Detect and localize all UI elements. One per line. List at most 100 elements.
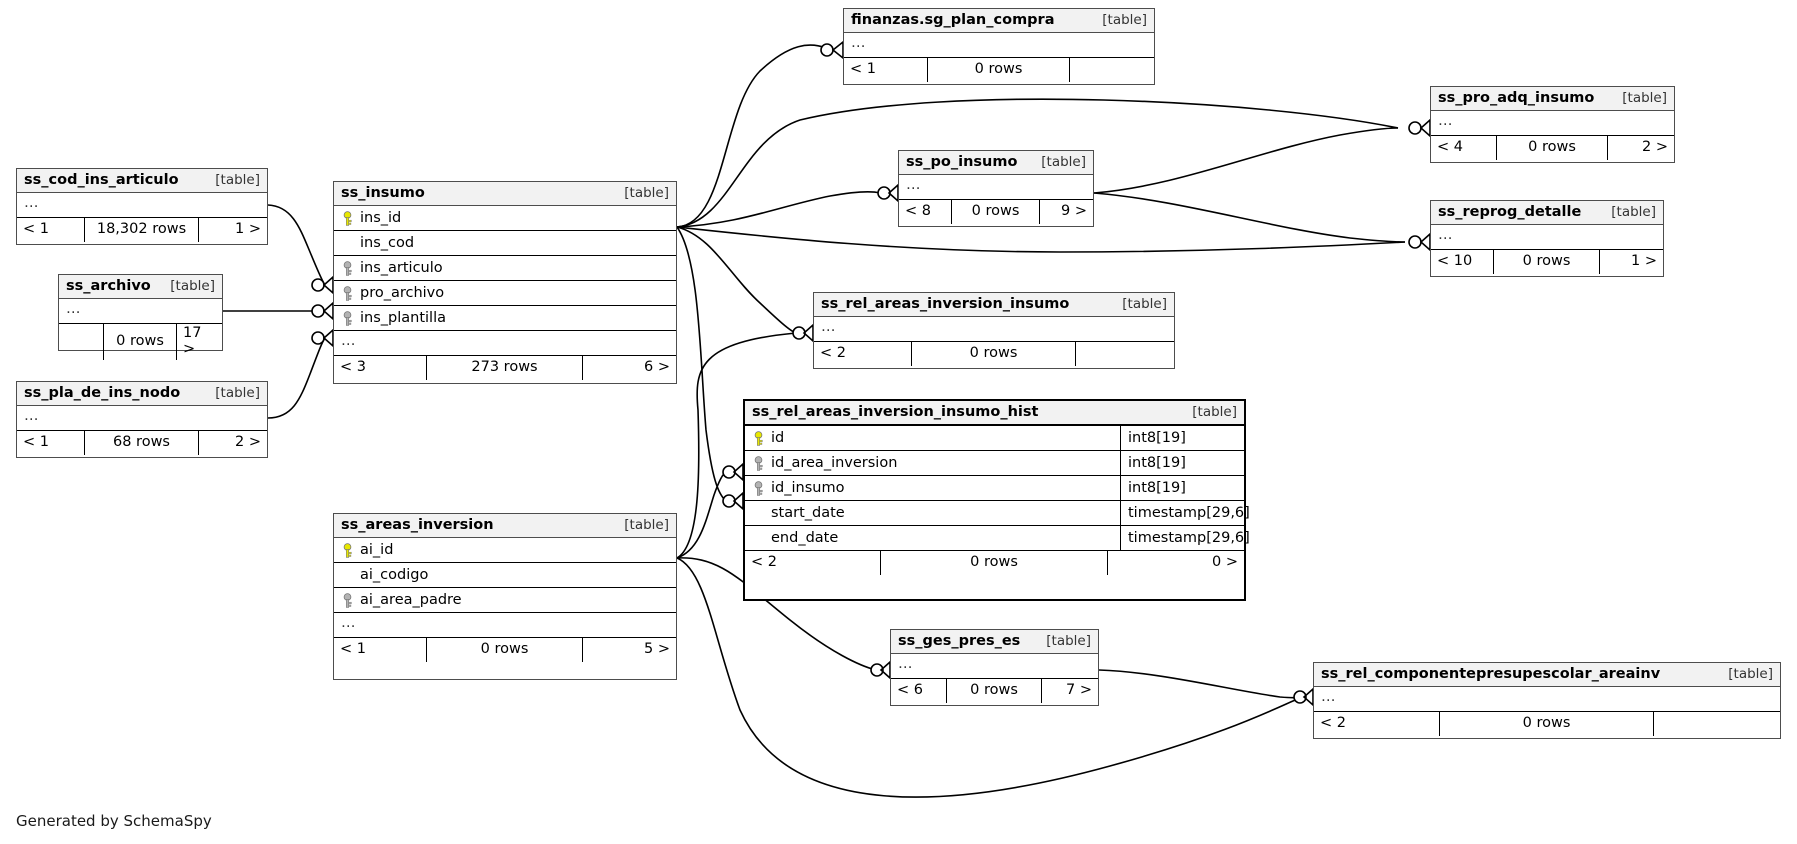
parent-relation-count: < 1 <box>17 431 85 455</box>
more-columns-ellipsis: … <box>1438 113 1454 129</box>
optional-marker <box>1408 235 1422 249</box>
more-columns-ellipsis: … <box>821 319 837 335</box>
table-name: ss_pla_de_ins_nodo <box>24 385 181 401</box>
optional-marker <box>311 331 325 345</box>
parent-relation-count <box>59 324 104 360</box>
table-type-tag: [table] <box>1728 666 1773 682</box>
parent-relation-count: < 2 <box>745 551 881 575</box>
child-relation-count <box>1654 712 1780 736</box>
table-column-row[interactable]: … <box>1431 111 1674 136</box>
table-type-tag: [table] <box>1622 90 1667 106</box>
table-column-row[interactable]: ins_articulo <box>334 256 676 281</box>
table-node-ss_rel_areas_inversion_insumo_hist[interactable]: ss_rel_areas_inversion_insumo_hist[table… <box>743 399 1250 601</box>
table-node-ss_rel_areas_inversion_insumo[interactable]: ss_rel_areas_inversion_insumo[table]…< 2… <box>813 292 1175 369</box>
column-name: pro_archivo <box>360 284 445 301</box>
table-name: ss_rel_areas_inversion_insumo_hist <box>752 404 1039 420</box>
edge-ss_insumo-to-hist-id_insumo <box>676 226 727 502</box>
table-column-row[interactable]: … <box>334 331 676 356</box>
table-type-tag: [table] <box>624 185 669 201</box>
optional-marker <box>792 326 806 340</box>
table-name: ss_cod_ins_articulo <box>24 172 179 188</box>
table-column-row[interactable]: … <box>1431 225 1663 250</box>
edge-ss_insumo-to-ss_reprog_detalle <box>676 226 1406 253</box>
child-relation-count <box>1070 58 1154 82</box>
edge-ss_insumo-to-ss_rel_areas_inversion_insumo <box>676 226 797 334</box>
table-column-row[interactable]: ai_area_padre <box>334 588 676 613</box>
row-count: 0 rows <box>1440 712 1654 736</box>
edge-ss_cod_ins_articulo-to-ss_insumo-ins_articulo <box>267 204 326 286</box>
table-column-row[interactable]: … <box>59 299 222 324</box>
more-columns-ellipsis: … <box>1321 689 1337 705</box>
edge-ss_ges_pres_es-to-ss_rel_componentepresupescolar_areainv <box>1098 669 1301 699</box>
parent-relation-count: < 1 <box>334 638 427 662</box>
column-name: ins_id <box>360 209 402 226</box>
table-column-row[interactable]: ai_id <box>334 538 676 563</box>
table-name: ss_po_insumo <box>906 154 1018 170</box>
crowfoot-marker <box>831 40 844 60</box>
child-relation-count <box>1076 342 1174 366</box>
table-type-tag: [table] <box>215 385 260 401</box>
row-count: 0 rows <box>427 638 583 662</box>
table-column-row[interactable]: … <box>814 317 1174 342</box>
table-name: ss_pro_adq_insumo <box>1438 90 1595 106</box>
table-type-tag: [table] <box>1046 633 1091 649</box>
table-type-tag: [table] <box>170 278 215 294</box>
row-count: 0 rows <box>1494 250 1600 274</box>
table-column-row[interactable]: … <box>17 406 267 431</box>
row-count: 0 rows <box>104 324 177 360</box>
column-name: id_area_inversion <box>771 454 898 471</box>
row-count: 18,302 rows <box>85 218 199 242</box>
table-column-row[interactable]: ins_cod <box>334 231 676 256</box>
table-node-ss_rel_componentepresupescolar_areainv[interactable]: ss_rel_componentepresupescolar_areainv[t… <box>1313 662 1781 739</box>
crowfoot-marker <box>879 660 891 680</box>
optional-marker <box>877 186 891 200</box>
table-column-row[interactable]: pro_archivo <box>334 281 676 306</box>
table-header-ss_rel_areas_inversion_insumo_hist: ss_rel_areas_inversion_insumo_hist[table… <box>745 401 1244 426</box>
primary-key-icon <box>752 430 765 447</box>
row-count: 0 rows <box>912 342 1076 366</box>
no-key-spacer-icon <box>752 531 765 547</box>
table-column-row[interactable]: ins_id <box>334 206 676 231</box>
table-name: ss_rel_areas_inversion_insumo <box>821 296 1070 312</box>
table-column-row[interactable]: … <box>899 175 1093 200</box>
crowfoot-marker <box>802 323 814 343</box>
table-column-row[interactable]: … <box>844 33 1154 58</box>
table-column-row[interactable]: … <box>334 613 676 638</box>
table-header-ss_pla_de_ins_nodo: ss_pla_de_ins_nodo [table] <box>17 382 267 406</box>
table-header-ss_archivo: ss_archivo[table] <box>59 275 222 299</box>
column-name: ins_articulo <box>360 259 443 276</box>
table-column-row[interactable]: ai_codigo <box>334 563 676 588</box>
child-relation-count: 0 > <box>1212 554 1238 570</box>
table-column-row[interactable]: ins_plantilla <box>334 306 676 331</box>
table-column-row[interactable]: … <box>891 654 1098 679</box>
table-type-tag: [table] <box>1102 12 1147 28</box>
parent-relation-count: < 2 <box>1314 712 1440 736</box>
table-column-row[interactable]: … <box>1314 687 1780 712</box>
parent-relation-count: < 1 <box>17 218 85 242</box>
table-column-row[interactable]: … <box>17 193 267 218</box>
more-columns-ellipsis: … <box>341 333 357 349</box>
child-relation-count: 1 > <box>235 221 261 237</box>
row-count: 0 rows <box>947 679 1042 703</box>
table-name: finanzas.sg_plan_compra <box>851 12 1055 28</box>
